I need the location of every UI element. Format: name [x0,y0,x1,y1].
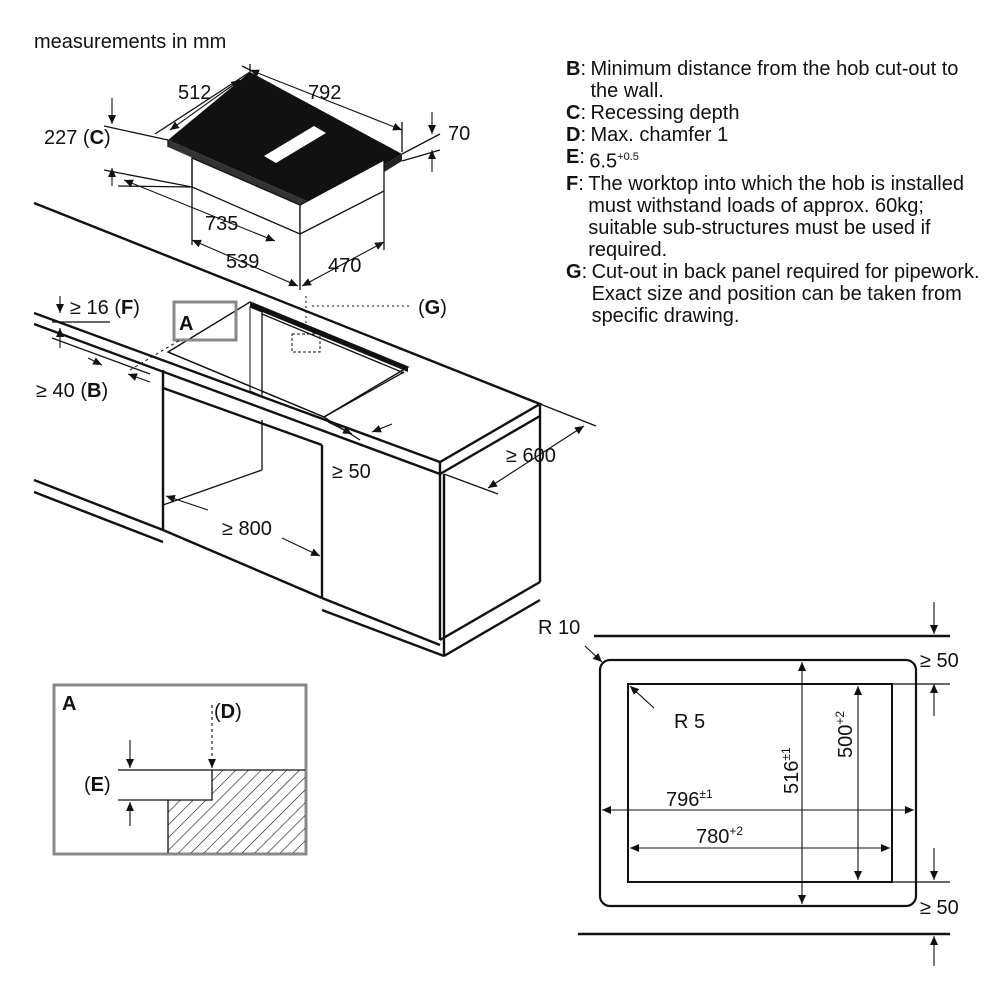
note-f: F:The worktop into which the hob is inst… [566,172,964,261]
detail-d-label: (D) [214,701,242,723]
label-g: (G) [418,297,447,319]
dim-470: 470 [328,255,361,277]
outer-width-label: 796±1 [666,787,713,811]
top-clearance-label: ≥ 50 [920,650,959,672]
inner-width-label: 780+2 [696,824,743,848]
note-e: E:6.5+0.5 [566,146,639,173]
hob-glass-front-edge [168,140,318,213]
dim-539: 539 [226,251,259,273]
outer-radius-label: R 10 [538,617,580,639]
cutout-plan [578,602,950,966]
inner-depth-label: 500+2 [833,711,857,758]
note-c: C:Recessing depth [566,102,740,124]
outer-depth-label: 516±1 [779,747,803,794]
dim-min-thickness: ≥ 16 (F) [70,297,140,319]
dim-792: 792 [308,82,341,104]
hob-vent [264,126,326,163]
note-g: G:Cut-out in back panel required for pip… [566,260,980,327]
inner-cutout-outline [627,683,893,883]
inner-radius-label: R 5 [674,711,705,733]
dim-cabinet-width: ≥ 800 [222,518,272,540]
dim-227: 227 (C) [44,127,111,149]
note-d: D:Max. chamfer 1 [566,124,729,146]
note-b: B:Minimum distance from the hob cut-out … [566,58,959,102]
detail-a-title: A [62,693,76,715]
bottom-clearance-label: ≥ 50 [920,897,959,919]
units-label: measurements in mm [34,31,226,53]
outer-cutout-outline [598,658,918,908]
notes-list: B:Minimum distance from the hob cut-out … [566,58,986,327]
dim-512: 512 [178,82,211,104]
detail-a-marker [172,300,238,342]
worktop-drawing [33,201,597,658]
dim-front-distance: ≥ 50 [332,461,371,483]
dim-worktop-depth: ≥ 600 [506,445,556,467]
dim-70: 70 [448,123,470,145]
hob-drawing [103,64,441,290]
detail-e-label: (E) [84,774,111,796]
label-a: A [179,313,193,335]
detail-a-box [52,683,308,856]
dim-wall-distance: ≥ 40 (B) [36,380,108,402]
dim-735: 735 [205,213,238,235]
